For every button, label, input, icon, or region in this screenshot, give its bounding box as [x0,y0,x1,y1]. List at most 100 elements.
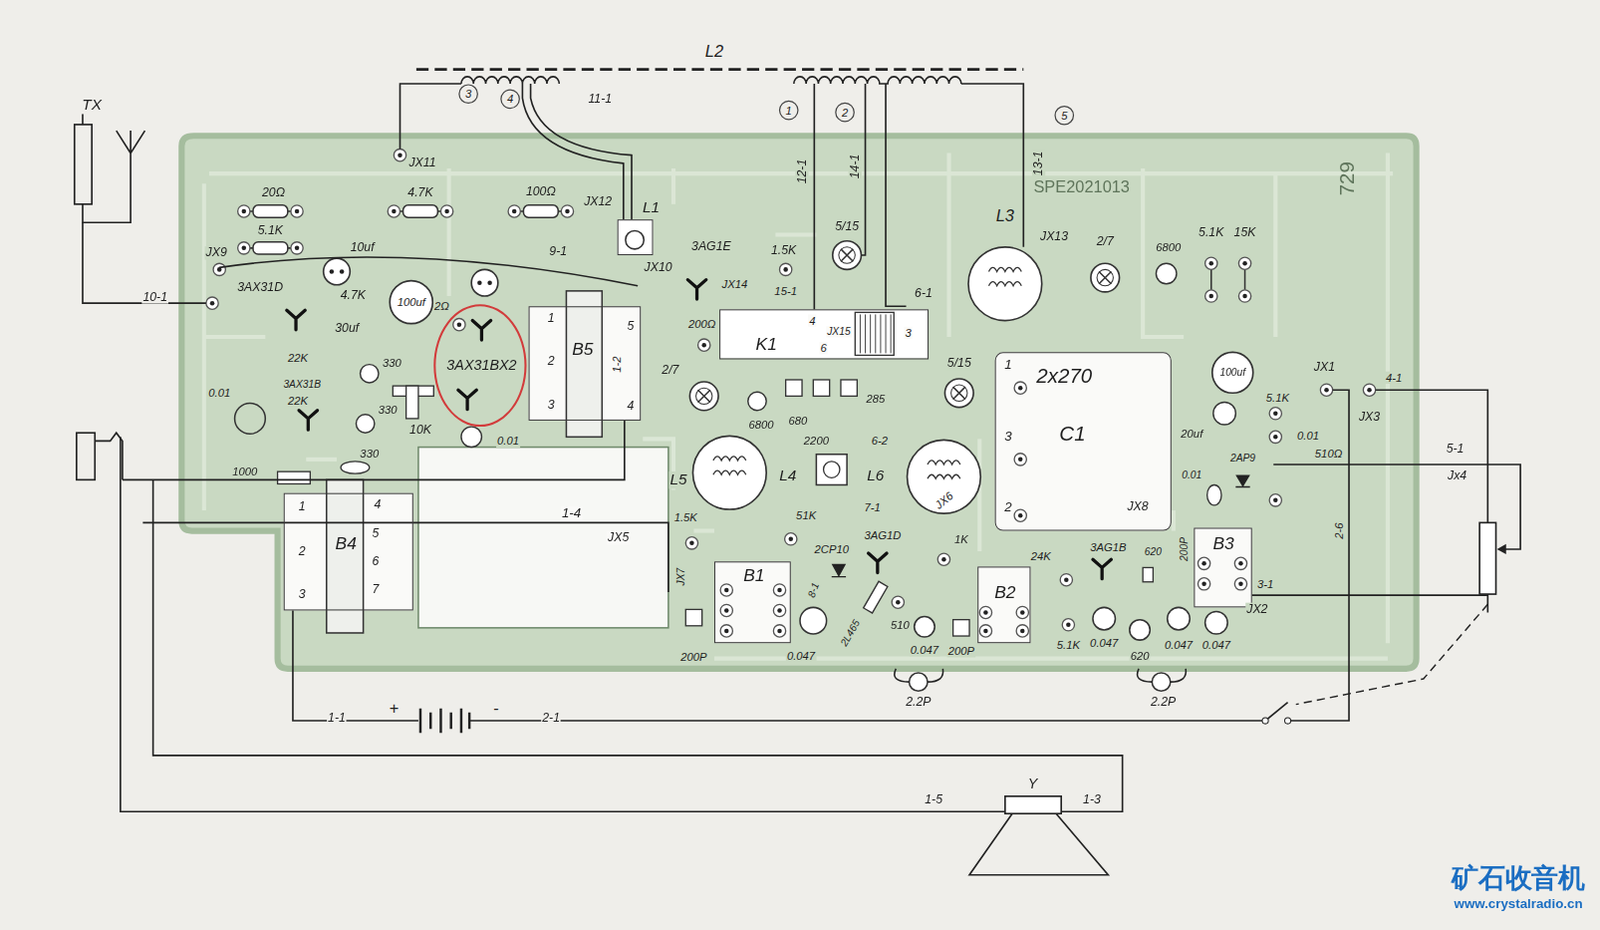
component-label: 1.5K [770,244,798,259]
component-label: 2.2P [1149,695,1177,710]
component-label: 0.047 [1163,638,1194,651]
component-label: 0.01 [1296,429,1321,442]
jumper-label: JX9 [205,246,229,261]
pin-number: 1 [546,311,556,326]
component-label: 4.7K [406,186,434,201]
component-label: 620 [1143,544,1163,556]
jumper-label: JX3 [1357,410,1381,425]
component-label: 680 [788,414,809,427]
component-label: 6800 [748,418,776,431]
component-label: 100uf [396,295,427,308]
pin-number: 7 [370,582,380,597]
wire-number: 6-2 [870,434,889,447]
watermark: 矿石收音机 [1450,862,1586,892]
component-label: 0.047 [1088,636,1119,649]
component-label: L2 [704,41,725,60]
component-label: 1K [953,533,970,545]
wire-number: 10-1 [141,289,169,304]
jumper-label: JX15 [825,325,851,337]
pin-number: 1 [297,500,307,515]
jumper-label: JX8 [1125,500,1149,515]
wire-number: 1-5 [923,793,944,807]
component-label: 5.1K [1197,226,1225,241]
component-label: - [492,699,501,718]
component-label: TX [80,96,103,114]
component-label: 2200 [802,434,830,447]
pin-number: 2 [297,543,307,558]
wire-number: 14-1 [848,153,863,181]
component-label: 3AX31D [236,280,284,295]
component-label: 20Ω [261,186,286,201]
if-transformer-box: B3 [1193,527,1252,607]
component-label: 5.1K [257,224,284,239]
box-label: L1 [642,198,660,216]
component-label: 2Ω [433,299,451,312]
wire-number: 1-1 [326,711,347,726]
component-label: 620 [1129,648,1151,661]
board-marking: 729 [1335,160,1359,197]
component-label: 5/15 [833,220,860,235]
component-label: 0.047 [786,648,816,661]
wire-number: 1-4 [560,506,582,522]
jumper-label: JX10 [643,261,674,275]
jumper-label: JX12 [582,195,613,210]
component-label: 10K [408,422,433,437]
component-label: 1000 [231,465,259,478]
component-label: Y [1027,776,1040,793]
component-label: 51K [795,509,817,522]
box-label: C1 [1059,422,1085,446]
component-label: 2/7 [1095,235,1115,250]
component-label: 0.047 [1201,638,1232,651]
component-label: 200P [1177,535,1189,562]
wire-number: 2-1 [540,711,561,726]
component-label: L5 [669,471,689,489]
component-label: 10uf [349,241,376,256]
component-label: 1.5K [673,511,699,524]
box-label: B2 [994,582,1016,602]
pin-number: 2 [546,354,556,369]
component-label: 30uf [333,321,360,336]
wire-number: 9-1 [547,245,568,260]
component-label: 3AG1B [1088,540,1127,553]
highlight-ellipse: 3AX31BX2 [433,303,527,427]
box-label: K1 [756,335,778,355]
pin-number: 4 [626,399,636,414]
wire-number: 11-1 [586,92,613,107]
pin-number: 2 [840,105,849,118]
component-label: L4 [778,467,798,485]
component-label: 330 [377,402,399,415]
component-label: 3AX31B [281,377,322,389]
component-label: 100Ω [525,185,557,200]
component-label: 2AP9 [1229,452,1257,464]
component-label: 330 [358,447,380,460]
box-label: 3AX31BX2 [446,357,517,374]
board-marking: SPE2021013 [1032,177,1131,196]
jumper-label: JX5 [606,531,630,545]
pin-number: 5 [1060,109,1068,122]
box-label: B1 [743,566,765,586]
jumper-label: JX1 [1313,360,1336,375]
component-label: 5.1K [1265,391,1291,404]
pin-number: 3 [903,326,912,339]
jumper-label: JX2 [1245,602,1269,617]
pin-number: 6 [370,554,380,569]
component-label: 0.01 [496,434,521,447]
component-label: 15K [1233,226,1258,241]
jumper-label: JX11 [407,156,437,171]
pin-number: 4 [506,92,515,105]
component-label: 22K [286,350,309,363]
component-label: 200P [947,644,976,657]
component-label: 5.1K [1056,638,1081,651]
jumper-label: JX13 [1039,230,1069,245]
component-label: L3 [995,207,1016,226]
wire-number: 2-6 [1333,521,1345,539]
box-label: 2x270 [1036,364,1092,388]
pin-number: 5 [626,319,636,334]
pin-number: 3 [546,398,556,413]
coil-box: L1 [617,219,654,256]
component-label: 22K [286,393,309,406]
pin-number: 5 [370,527,380,541]
pin-number: 3 [1003,429,1013,445]
component-label: 0.01 [1180,469,1203,481]
component-label: 2.2P [904,695,932,710]
